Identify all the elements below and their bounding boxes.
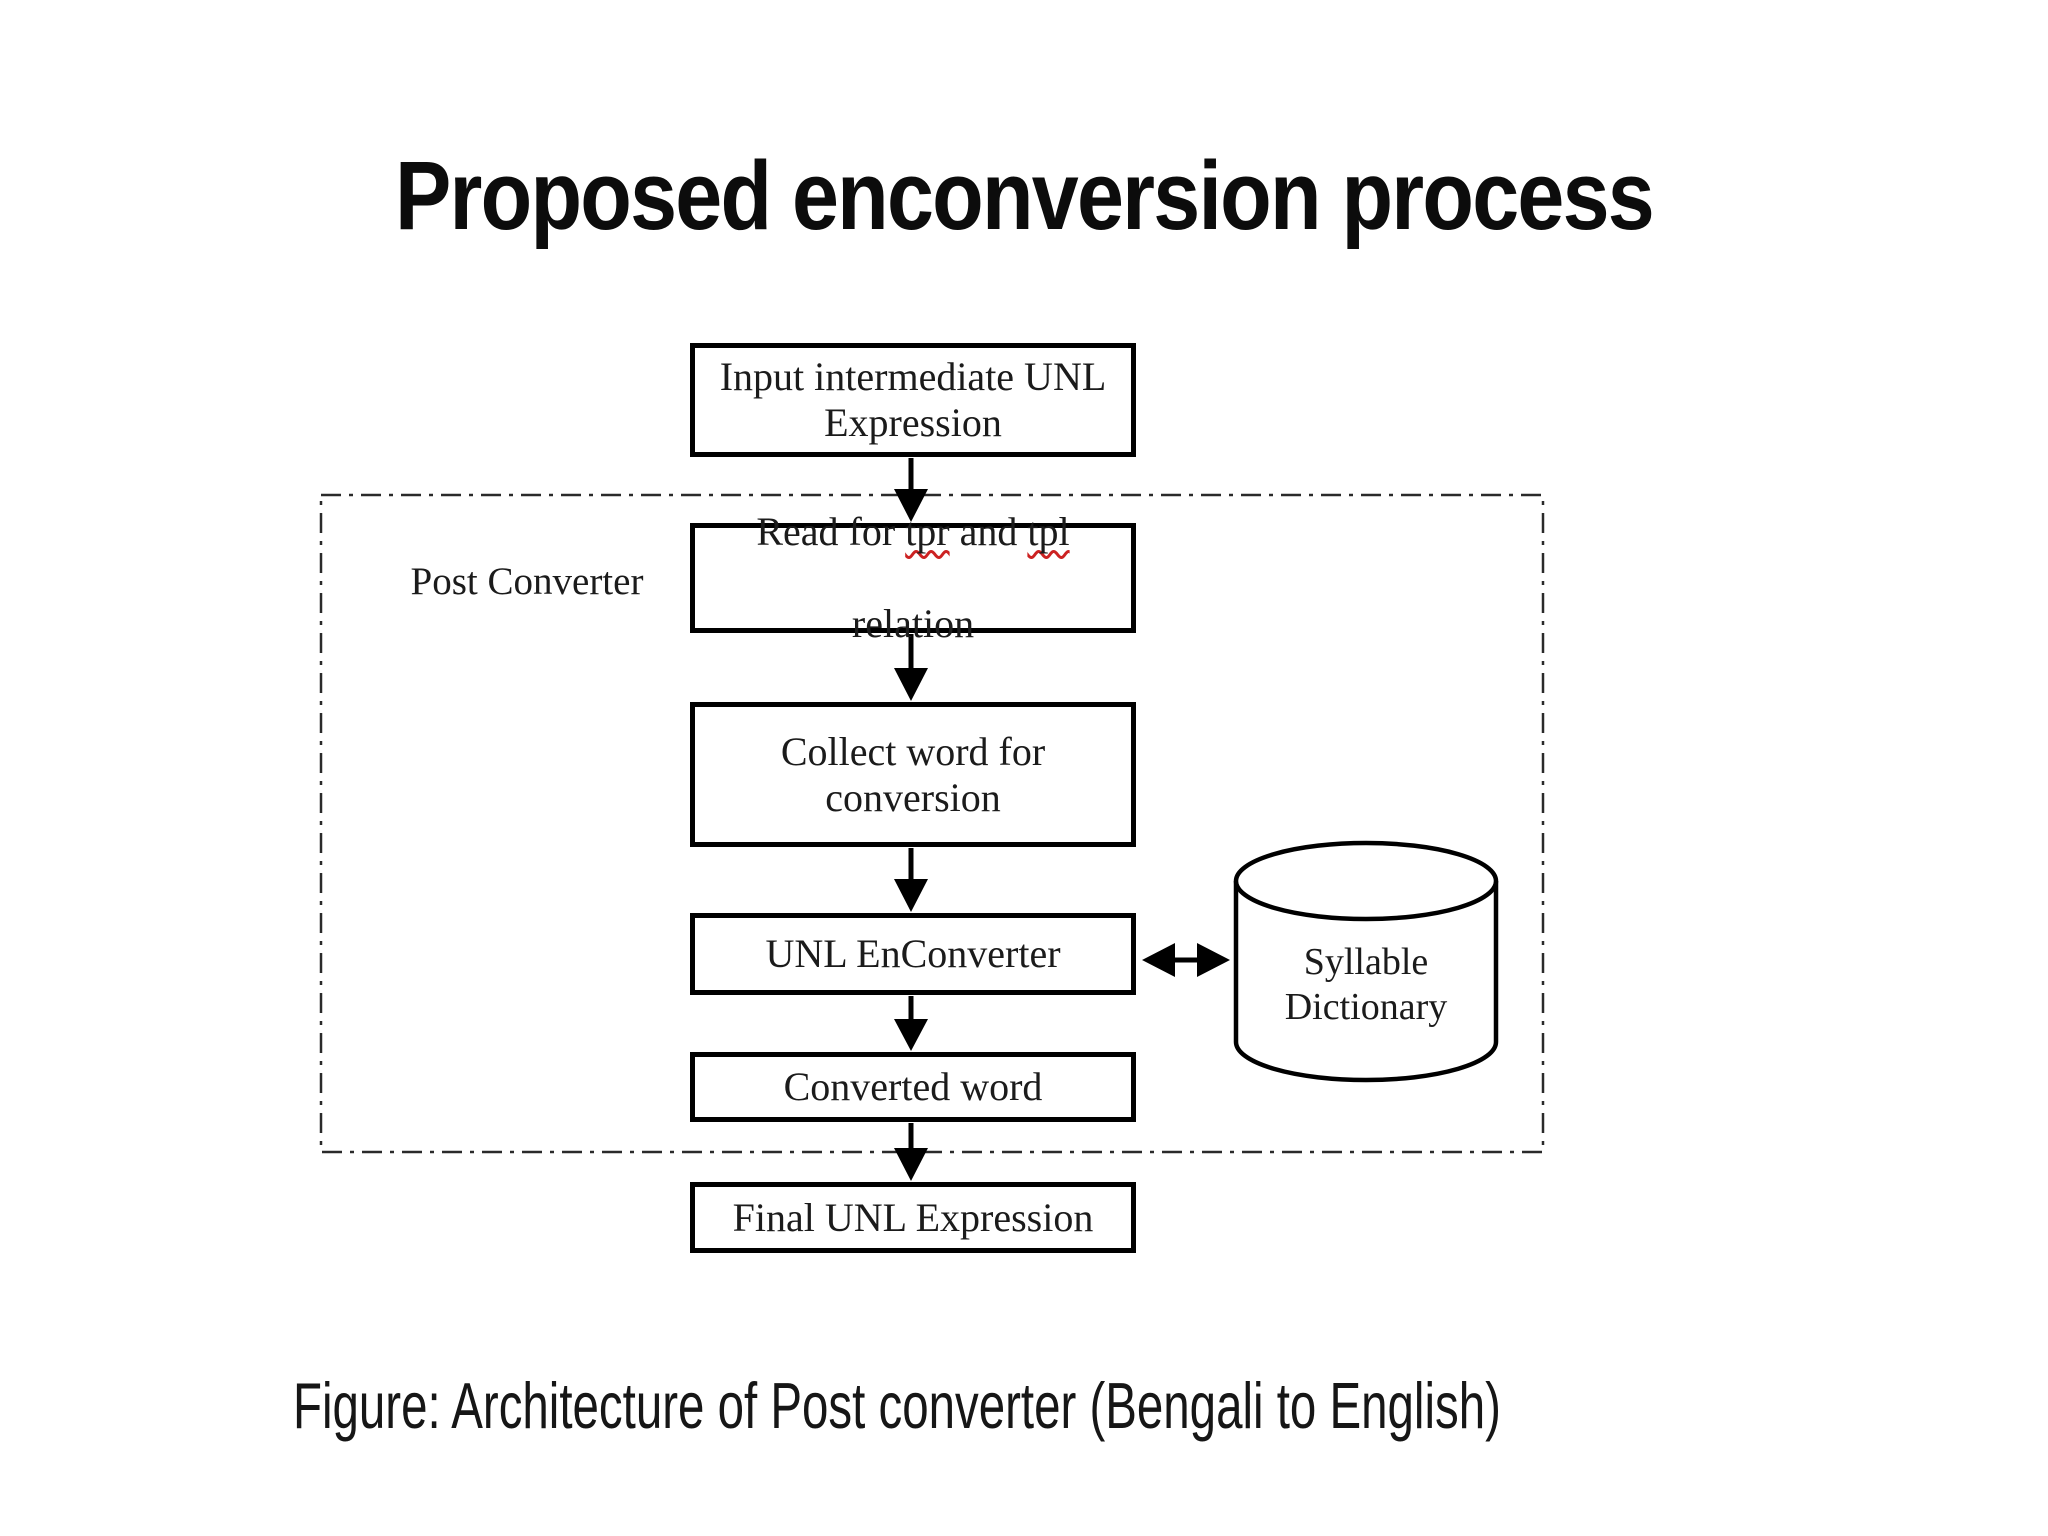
node-converted-word: Converted word: [690, 1052, 1136, 1122]
read-word-tpr: tpr: [905, 509, 950, 554]
node-enconverter-label: UNL EnConverter: [765, 931, 1061, 976]
figure-caption: Figure: Architecture of Post converter (…: [293, 1366, 1948, 1446]
node-collect-word: Collect word for conversion: [690, 702, 1136, 847]
node-collect-label: Collect word for conversion: [780, 728, 1046, 820]
node-converted-label: Converted word: [783, 1064, 1043, 1109]
page-title-text: Proposed enconversion process: [394, 141, 1655, 250]
syllable-dictionary-cylinder: [1233, 840, 1499, 1083]
node-input-label: Input intermediate UNL Expression: [719, 354, 1107, 445]
read-prefix-text: Read for: [756, 509, 906, 554]
arrow-enconverter-to-converted: [894, 996, 928, 1051]
arrow-enconverter-dictionary-bidirectional: [1142, 943, 1230, 977]
syllable-dictionary-label: Syllable Dictionary: [1284, 941, 1448, 1028]
node-input-intermediate-unl: Input intermediate UNL Expression: [690, 343, 1136, 457]
node-read-line1: Read for tpr and tpl: [695, 509, 1131, 555]
arrow-collect-to-enconverter: [894, 848, 928, 912]
post-converter-dashed-border: [319, 493, 1545, 1154]
node-final-unl-expression: Final UNL Expression: [690, 1182, 1136, 1253]
arrow-input-to-read: [894, 458, 928, 522]
post-converter-label: Post Converter: [410, 560, 644, 603]
node-read-tpr-tpl: Read for tpr and tpl relation: [690, 509, 1136, 646]
node-unl-enconverter: UNL EnConverter: [690, 913, 1136, 995]
read-mid-text: and: [949, 509, 1028, 554]
arrow-converted-to-final: [894, 1123, 928, 1181]
page-title: Proposed enconversion process: [0, 140, 2048, 252]
node-read-line2: relation: [851, 601, 975, 646]
read-word-tpl: tpl: [1027, 509, 1070, 554]
figure-caption-text: Figure: Architecture of Post converter (…: [293, 1369, 1501, 1442]
arrow-read-to-collect: [894, 634, 928, 701]
node-final-label: Final UNL Expression: [732, 1194, 1094, 1240]
node-read-label: Read for tpr and tpl relation: [695, 463, 1131, 693]
